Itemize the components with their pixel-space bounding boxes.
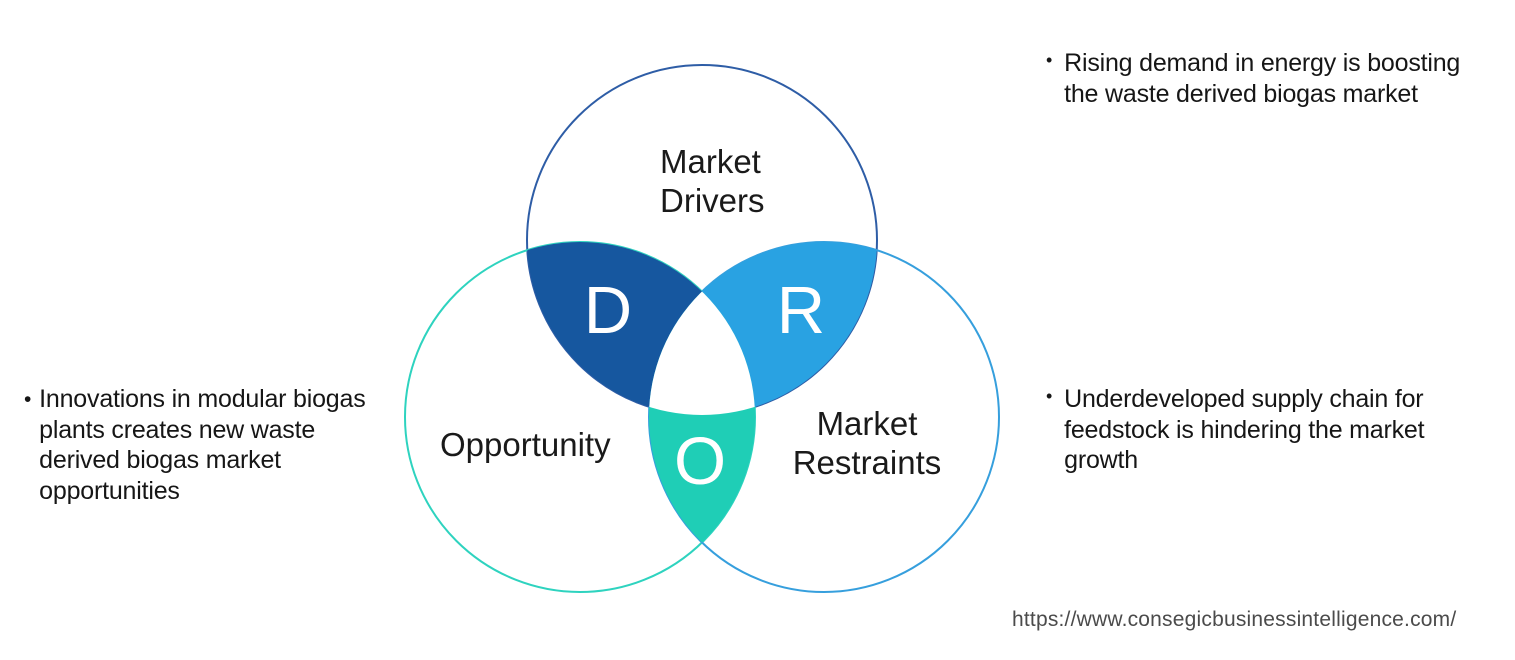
driver-note-line1: Rising demand in energy is boosting (1064, 49, 1461, 77)
opportunity-note: • Innovations in modular biogas plants c… (24, 384, 394, 506)
letter-d: D (584, 273, 632, 348)
opportunity-note-line3: derived biogas market (39, 446, 281, 474)
restraint-note: • Underdeveloped supply chain for feedst… (1046, 384, 1506, 476)
bullet-icon: • (1046, 386, 1053, 406)
letter-r: R (777, 273, 825, 348)
opportunity-note-line1: Innovations in modular biogas (39, 385, 366, 413)
bullet-icon: • (24, 388, 32, 411)
market-restraints-label-line2: Restraints (793, 444, 942, 481)
restraint-note-line3: growth (1064, 446, 1138, 474)
letter-o: O (674, 424, 726, 499)
source-url: https://www.consegicbusinessintelligence… (1012, 608, 1457, 631)
opportunity-label: Opportunity (440, 426, 611, 463)
driver-note-line2: the waste derived biogas market (1064, 79, 1418, 108)
market-drivers-label-line2: Drivers (660, 182, 765, 219)
bullet-icon: • (1046, 50, 1053, 70)
market-restraints-label-line1: Market (817, 405, 918, 442)
opportunity-note-line4: opportunities (39, 476, 180, 505)
opportunity-note-line2: plants creates new waste (39, 415, 316, 444)
restraint-note-line2: feedstock is hindering the market (1064, 415, 1425, 444)
market-drivers-label-line1: Market (660, 143, 761, 180)
driver-note: • Rising demand in energy is boosting th… (1046, 48, 1506, 109)
restraint-note-line1: Underdeveloped supply chain for (1064, 385, 1424, 413)
